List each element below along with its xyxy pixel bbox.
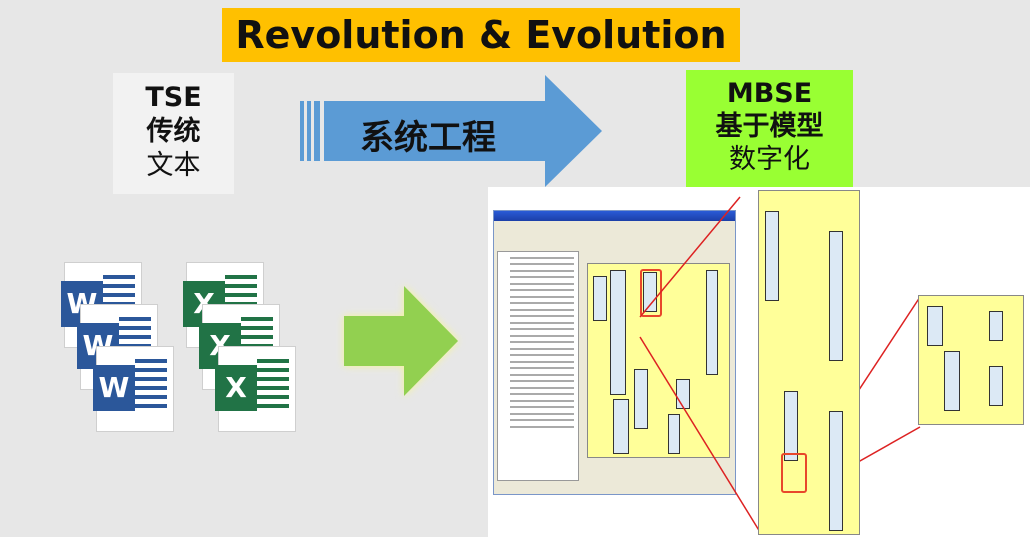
mbse-model-based: 基于模型 (715, 111, 824, 142)
tse-traditional: 传统 (146, 116, 201, 147)
title-banner: Revolution & Evolution (222, 8, 740, 62)
tse-text: 文本 (146, 150, 201, 181)
systems-engineering-label: 系统工程 (360, 118, 496, 158)
word-doc-icon: W (93, 346, 174, 432)
excel-doc-icon: X (215, 346, 296, 432)
right-arrow-icon (300, 75, 602, 187)
tse-label: TSE (145, 82, 202, 113)
zoomed-diagram-1 (758, 190, 860, 535)
mbse-digital: 数字化 (729, 144, 810, 175)
green-arrow-icon (344, 286, 458, 396)
mbse-label: MBSE (726, 78, 813, 109)
tse-box: TSE 传统 文本 (113, 73, 234, 194)
zoomed-diagram-2 (918, 295, 1024, 425)
window-titlebar (494, 211, 735, 221)
model-tree (497, 251, 579, 481)
mbse-box: MBSE 基于模型 数字化 (686, 70, 853, 190)
